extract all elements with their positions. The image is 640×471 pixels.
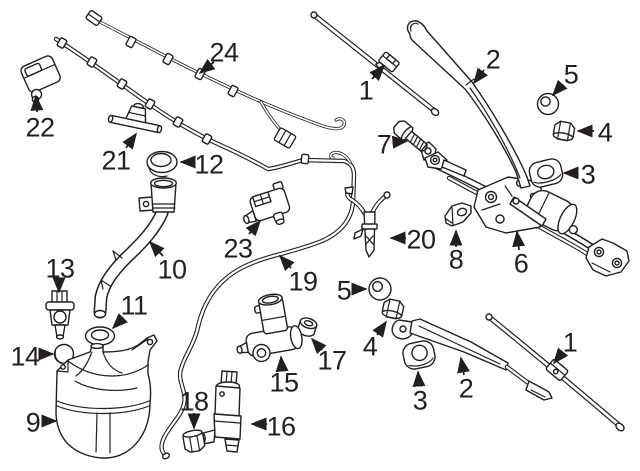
callout-label-5: 5 [564, 60, 579, 90]
washer-reservoir [55, 334, 158, 459]
callout-label-1: 1 [359, 76, 374, 106]
hose-clip [56, 37, 68, 49]
callout-label-15: 15 [269, 368, 298, 398]
callout-label-2: 2 [459, 374, 474, 404]
pivot-nut-lower [381, 298, 405, 320]
callout-arrow-11 [111, 313, 128, 330]
harness-clip [125, 35, 137, 49]
callout-label-24: 24 [209, 38, 239, 68]
callout-label-8: 8 [449, 245, 464, 275]
callout-arrow-15 [275, 355, 289, 373]
pivot-cap-lower [402, 340, 436, 370]
callout-label-16: 16 [266, 412, 295, 442]
mount-bracket [444, 202, 472, 227]
reservoir-cap [45, 290, 75, 340]
wiper-blade-lower [485, 313, 625, 432]
reservoir-filler-neck [93, 177, 177, 319]
hose-clip [300, 153, 310, 165]
cap-gasket [84, 326, 116, 346]
callout-label-10: 10 [157, 255, 186, 285]
callout-label-18: 18 [179, 387, 208, 417]
wiper-arm-upper [406, 20, 531, 189]
callout-label-5: 5 [337, 276, 352, 306]
blade-clip [375, 51, 400, 73]
callout-label-19: 19 [288, 267, 317, 297]
hose-clip [86, 56, 98, 68]
callout-label-4: 4 [598, 118, 613, 148]
callout-label-11: 11 [120, 291, 147, 321]
wiper-linkage-motor [419, 141, 630, 277]
callout-label-9: 9 [26, 408, 41, 438]
callout-label-1: 1 [563, 328, 578, 358]
callout-arrow-17 [310, 337, 327, 355]
callout-label-21: 21 [101, 146, 130, 176]
hose-clip [201, 133, 213, 145]
callout-label-4: 4 [363, 332, 378, 362]
callout-arrow-2 [473, 67, 489, 85]
callout-label-3: 3 [581, 160, 596, 190]
callout-arrow-4 [372, 320, 387, 338]
callout-arrow-2 [457, 356, 470, 376]
callout-label-7: 7 [377, 130, 392, 160]
drain-plug [182, 429, 206, 453]
linkage-right-pivot [585, 238, 630, 277]
pivot-washer-upper [536, 92, 560, 116]
callout-label-14: 14 [10, 342, 40, 372]
harness-clip [227, 84, 239, 98]
blade-clip [545, 359, 569, 381]
washer-nozzle [107, 102, 163, 134]
hose-clip [116, 78, 128, 90]
callout-arrow-1 [369, 64, 386, 82]
callout-arrow-5 [551, 79, 568, 97]
fluid-level-sensor [20, 55, 61, 104]
callout-label-2: 2 [486, 45, 501, 75]
hex-bolt [393, 120, 428, 152]
callout-label-22: 22 [25, 113, 54, 143]
callout-label-3: 3 [413, 386, 428, 416]
callout-arrow-7 [391, 135, 409, 149]
inline-pump [243, 181, 291, 225]
wiper-arm-lower [391, 318, 553, 401]
washer-jet-nozzle [344, 186, 391, 258]
harness-end-connector [85, 9, 103, 27]
callout-arrow-19 [278, 254, 295, 272]
pump-grommet [297, 317, 318, 337]
callout-arrow-1 [552, 347, 569, 365]
wiper-blade-upper [310, 11, 440, 117]
pivot-washer-lower [368, 277, 392, 301]
wiring-harness [85, 9, 346, 149]
callout-arrow-10 [148, 240, 165, 258]
callout-label-17: 17 [317, 346, 346, 376]
hose-clip [172, 116, 184, 128]
grommet [146, 150, 178, 178]
callout-label-23: 23 [223, 234, 252, 264]
hose-open-end [162, 452, 170, 460]
callout-arrow-21 [122, 132, 137, 150]
callout-arrow-22 [30, 94, 44, 113]
callout-arrow-23 [245, 219, 262, 237]
callout-label-6: 6 [514, 249, 529, 279]
washer-hose [53, 36, 357, 460]
callout-label-20: 20 [406, 225, 435, 255]
harness-clip [162, 52, 174, 66]
pivot-nut-upper [552, 120, 576, 142]
linkage-left-pivot [419, 141, 467, 177]
harness-branch-connector [273, 127, 297, 149]
callout-arrow-3 [412, 370, 426, 388]
callout-arrow-24 [198, 58, 216, 75]
callout-label-13: 13 [45, 254, 74, 284]
hose-clip [144, 98, 156, 110]
pivot-cap-upper [528, 158, 564, 188]
callout-arrow-6 [512, 230, 526, 251]
callout-label-12: 12 [194, 150, 223, 180]
washer-pump-horizontal [236, 293, 303, 363]
